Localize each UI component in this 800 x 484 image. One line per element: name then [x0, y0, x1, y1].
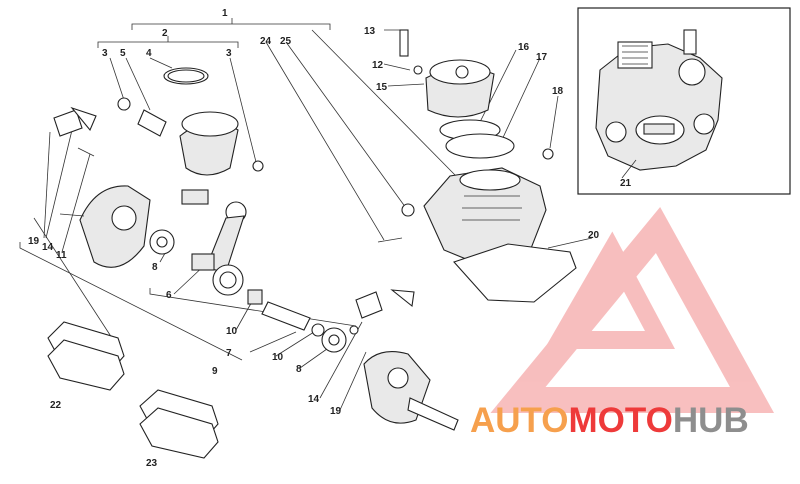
callout: 25	[280, 36, 292, 47]
callout: 12	[372, 60, 384, 71]
callout: 4	[146, 48, 152, 59]
callout: 15	[376, 82, 388, 93]
callout: 9	[212, 366, 218, 377]
callout: 14	[42, 242, 54, 253]
callout: 8	[152, 262, 158, 273]
watermark-auto: AUTO	[470, 401, 569, 440]
callout: 8	[296, 364, 302, 375]
watermark-moto: MOTO	[569, 401, 673, 440]
callout: 1	[222, 8, 228, 19]
callout: 11	[56, 250, 67, 261]
callout: 18	[552, 86, 564, 97]
callout: 14	[308, 394, 320, 405]
engine-inset	[577, 7, 791, 195]
callout: 3	[226, 48, 232, 59]
callout: 3	[102, 48, 108, 59]
callout: 7	[226, 348, 232, 359]
callout: 10	[272, 352, 284, 363]
callout: 10	[226, 326, 238, 337]
watermark-text: AUTOMOTOHUB	[470, 401, 749, 440]
callout: 22	[50, 400, 62, 411]
callout-labels: 1 2 3 4 5 3 24 25 13 12 15 16 17 18 19 1…	[28, 8, 632, 469]
cylinder-and-head	[377, 29, 577, 303]
callout: 21	[620, 178, 632, 189]
watermark-hub: HUB	[673, 401, 749, 440]
callout: 6	[166, 290, 172, 301]
callout: 17	[536, 52, 548, 63]
gasket-sets	[47, 321, 219, 459]
callout: 24	[260, 36, 272, 47]
callout: 2	[162, 28, 168, 39]
callout: 13	[364, 26, 376, 37]
piston-parts	[117, 67, 264, 205]
crankshaft	[53, 106, 459, 431]
callout: 20	[588, 230, 600, 241]
leader-lines	[33, 29, 637, 411]
connecting-rod	[149, 201, 347, 353]
callout: 19	[28, 236, 40, 247]
callout: 23	[146, 458, 158, 469]
callout: 19	[330, 406, 342, 417]
callout: 5	[120, 48, 126, 59]
watermark-logo	[490, 206, 775, 413]
callout: 16	[518, 42, 530, 53]
